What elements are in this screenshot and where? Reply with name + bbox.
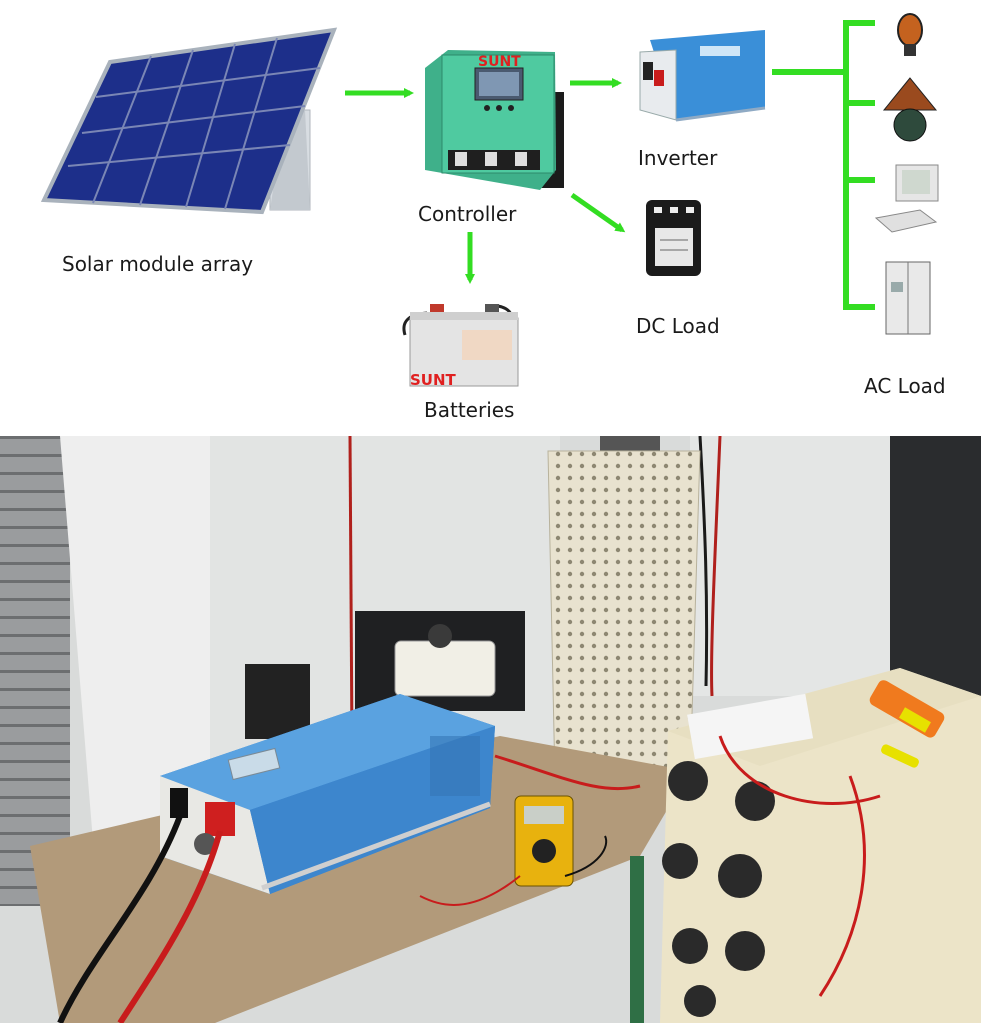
roller-shutter xyxy=(0,436,70,906)
battery-brand: SUNT xyxy=(410,371,457,389)
label-dc-load: DC Load xyxy=(636,314,720,338)
ac-bus xyxy=(772,20,875,310)
diagram-canvas: SUNT SUNT xyxy=(40,13,939,389)
inverter-icon xyxy=(639,30,766,122)
label-controller: Controller xyxy=(418,202,517,226)
label-ac-load: AC Load xyxy=(864,374,946,398)
small-battery xyxy=(245,664,310,739)
screwdriver xyxy=(881,744,919,768)
workshop-photo xyxy=(0,436,981,1023)
resistor-tower xyxy=(547,436,701,782)
label-solar-module-array: Solar module array xyxy=(62,252,254,276)
system-diagram: SUNT SUNT xyxy=(0,0,981,430)
lamp-icon xyxy=(882,77,938,142)
inverter-unit xyxy=(160,694,495,894)
controller-brand: SUNT xyxy=(478,54,521,70)
battery-icon xyxy=(402,304,519,387)
dc-load-icon xyxy=(646,200,701,276)
computer-icon xyxy=(874,164,939,233)
refrigerator-icon xyxy=(885,261,931,335)
arrow-controller-to-dc-load xyxy=(570,192,626,233)
label-inverter: Inverter xyxy=(638,146,718,170)
multimeter xyxy=(514,795,574,887)
controller-icon xyxy=(425,50,564,190)
photo-canvas xyxy=(0,436,981,1023)
variac xyxy=(394,624,496,697)
label-batteries: Batteries xyxy=(424,398,515,422)
clamp-meter xyxy=(869,680,945,738)
light-bulb-icon xyxy=(897,13,923,56)
flow-arrows xyxy=(345,78,626,284)
solar-panel-icon xyxy=(40,27,338,215)
